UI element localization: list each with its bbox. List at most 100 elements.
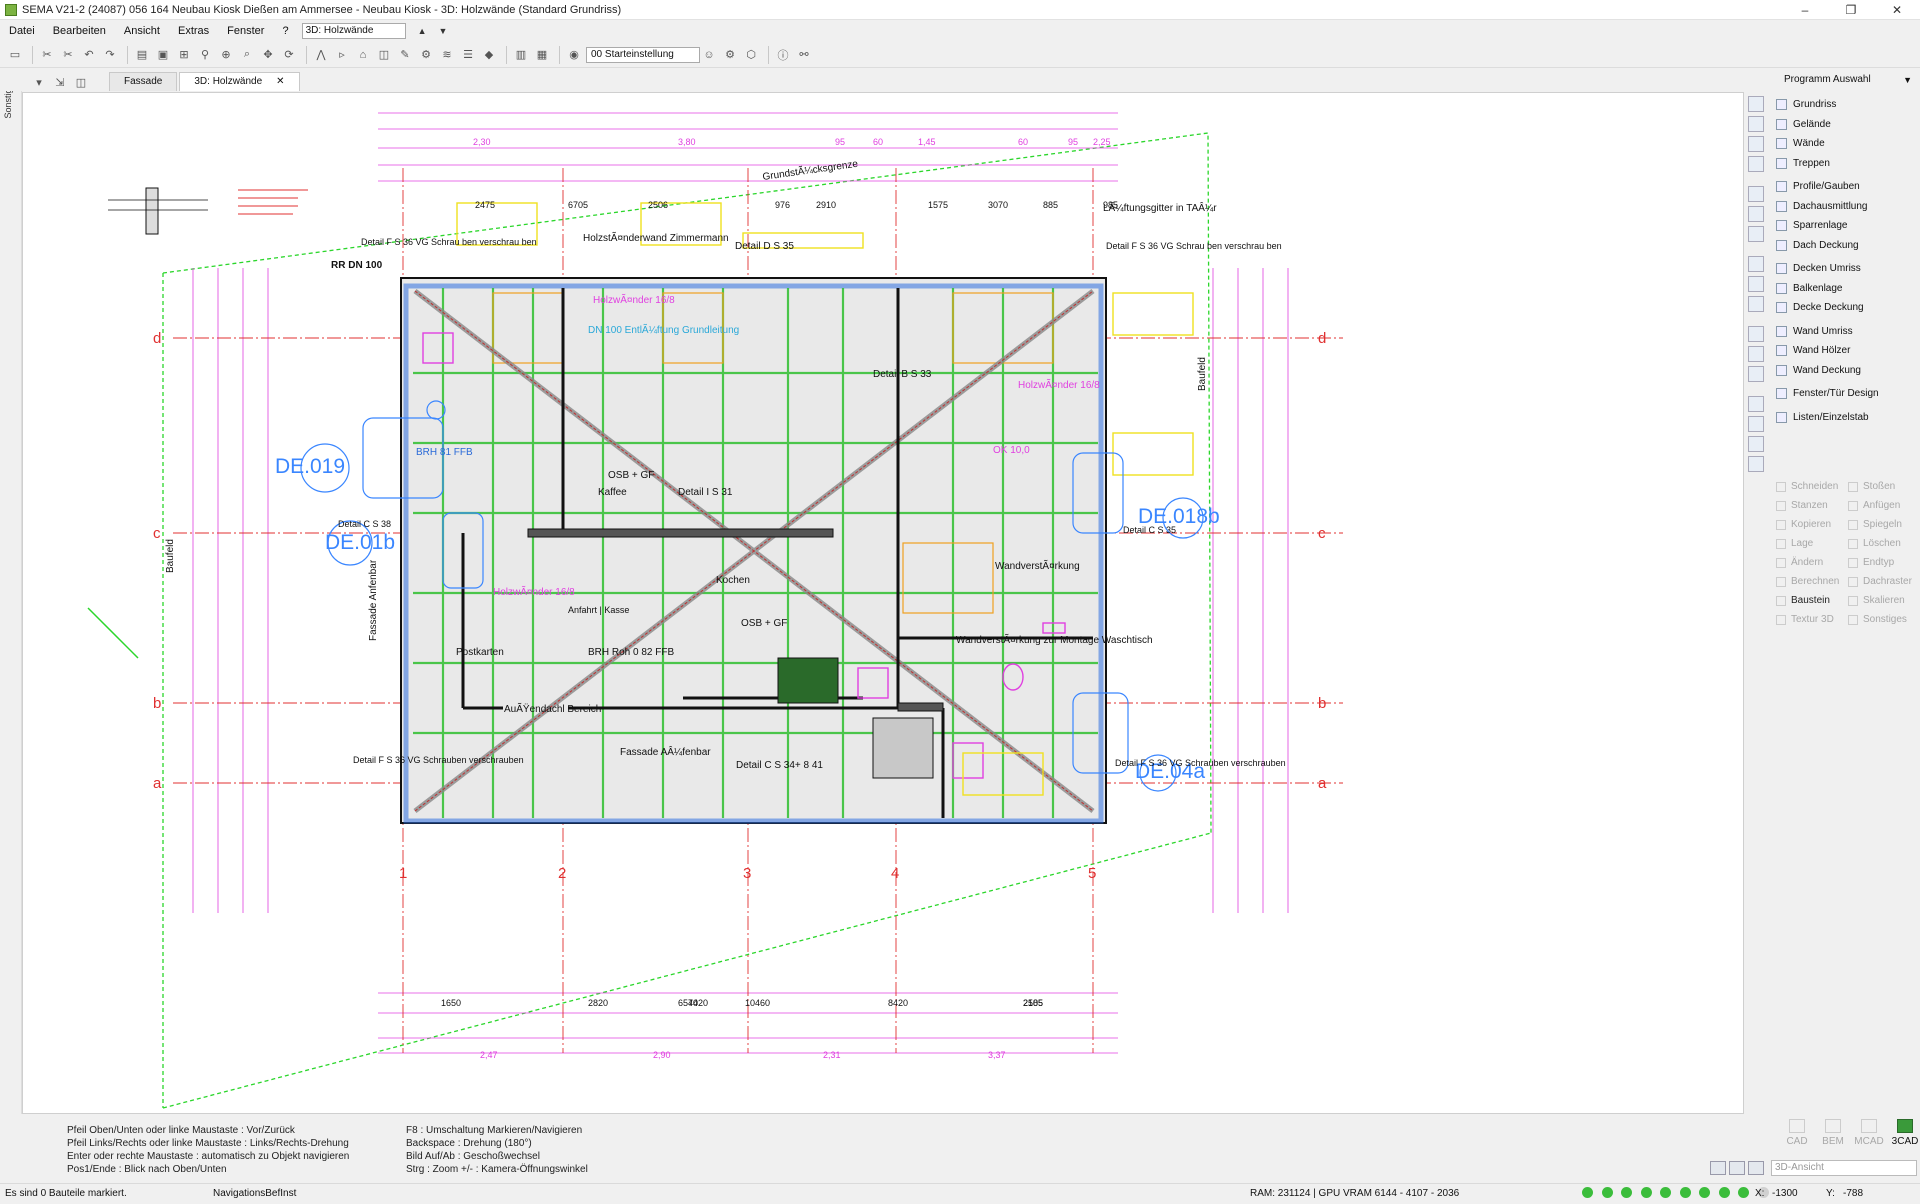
tool-berechnen[interactable]: Berechnen <box>1776 574 1848 590</box>
program-item-grundriss[interactable]: Grundriss <box>1768 95 1920 115</box>
view-select[interactable]: 3D: Holzwände <box>301 23 406 39</box>
deck-icon[interactable] <box>1748 296 1764 312</box>
pencil-icon[interactable]: ✎ <box>400 49 410 61</box>
program-item-decke-deckung[interactable]: Decke Deckung <box>1768 298 1920 318</box>
print-icon[interactable]: ▤ <box>136 49 148 61</box>
cut-icon[interactable]: ✂ <box>42 49 52 61</box>
mode-3cad[interactable]: 3CAD <box>1888 1119 1920 1147</box>
program-item-decken-umriss[interactable]: Decken Umriss <box>1768 259 1920 279</box>
undo-icon[interactable]: ↶ <box>84 49 94 61</box>
minimize-button[interactable]: ‒ <box>1801 3 1809 17</box>
shield-icon[interactable]: ⬡ <box>746 49 756 61</box>
person-icon[interactable]: ☺ <box>703 48 715 61</box>
list-icon[interactable]: ▥ <box>515 49 527 61</box>
tool-skalieren[interactable]: Skalieren <box>1848 593 1920 609</box>
menu-datei[interactable]: Datei <box>9 25 35 37</box>
tab-fassade[interactable]: Fassade <box>109 72 178 91</box>
chevron-down-icon[interactable]: ▼ <box>1903 75 1912 85</box>
tool-lage[interactable]: Lage <box>1776 536 1848 552</box>
stack-icon[interactable]: ☰ <box>463 49 473 61</box>
menu-ansicht[interactable]: Ansicht <box>123 25 160 37</box>
preset-icon[interactable]: ◉ <box>569 49 579 61</box>
import-icon[interactable] <box>1748 456 1764 472</box>
zoom-icon[interactable]: ⊕ <box>221 49 231 61</box>
program-item-listen-einzelstab[interactable]: Listen/Einzelstab <box>1768 408 1920 428</box>
tool-dachraster[interactable]: Dachraster <box>1848 574 1920 590</box>
tool-baustein[interactable]: Baustein <box>1776 593 1848 609</box>
menu-fenster[interactable]: Fenster <box>227 25 265 37</box>
tool-sonstiges[interactable]: Sonstiges <box>1848 612 1920 628</box>
menu-extras[interactable]: Extras <box>177 25 210 37</box>
program-item-dach-deckung[interactable]: Dach Deckung <box>1768 236 1920 256</box>
rafter-icon[interactable] <box>1748 206 1764 222</box>
tool-stanzen[interactable]: Stanzen <box>1776 498 1848 514</box>
move-icon[interactable]: ✥ <box>263 49 273 61</box>
snap-icon[interactable]: ⋀ <box>316 49 326 61</box>
pin-icon[interactable]: ⚲ <box>200 49 210 61</box>
dropdown-icon[interactable]: ▾ <box>36 76 42 89</box>
frame-icon[interactable]: ⌂ <box>359 48 367 61</box>
tool-stoßen[interactable]: Stoßen <box>1848 479 1920 495</box>
box-icon[interactable]: ◫ <box>378 49 390 61</box>
redo-icon[interactable]: ↷ <box>105 49 115 61</box>
cover-icon[interactable] <box>1748 226 1764 242</box>
program-item-treppen[interactable]: Treppen <box>1768 154 1920 174</box>
program-item-dachausmittlung[interactable]: Dachausmittlung <box>1768 197 1920 217</box>
color-icon[interactable]: ◆ <box>484 49 494 61</box>
program-item-balkenlage[interactable]: Balkenlage <box>1768 279 1920 299</box>
down-arrow-icon[interactable]: ▼ <box>438 26 448 36</box>
view-top-icon[interactable] <box>1748 96 1764 112</box>
monitor-icon[interactable] <box>1729 1161 1745 1175</box>
mode-cad[interactable]: CAD <box>1780 1119 1814 1147</box>
program-item-sparrenlage[interactable]: Sparrenlage <box>1768 216 1920 236</box>
select-icon[interactable]: ▹ <box>339 49 345 61</box>
tool-endtyp[interactable]: Endtyp <box>1848 555 1920 571</box>
menu-help[interactable]: ? <box>282 25 289 37</box>
camera-icon[interactable] <box>1710 1161 1726 1175</box>
program-item-wand-deckung[interactable]: Wand Deckung <box>1768 361 1920 381</box>
tool-kopieren[interactable]: Kopieren <box>1776 517 1848 533</box>
program-item-wände[interactable]: Wände <box>1768 134 1920 154</box>
menu-bearbeiten[interactable]: Bearbeiten <box>52 25 106 37</box>
export-icon[interactable] <box>1748 436 1764 452</box>
wall-cover-icon[interactable] <box>1748 366 1764 382</box>
eye-icon[interactable] <box>1757 1187 1769 1198</box>
view-mode-select[interactable]: 3D-Ansicht <box>1771 1160 1917 1176</box>
view-iso-icon[interactable] <box>1748 156 1764 172</box>
program-panel-header[interactable]: Programm Auswahl ▼ <box>1768 69 1920 91</box>
tool-löschen[interactable]: Löschen <box>1848 536 1920 552</box>
program-item-gelände[interactable]: Gelände <box>1768 115 1920 135</box>
close-button[interactable]: ✕ <box>1891 3 1903 17</box>
mode-mcad[interactable]: MCAD <box>1852 1119 1886 1147</box>
tool-anfügen[interactable]: Anfügen <box>1848 498 1920 514</box>
tool-ändern[interactable]: Ändern <box>1776 555 1848 571</box>
open-icon[interactable]: ▭ <box>9 49 21 61</box>
tool-textur-3d[interactable]: Textur 3D <box>1776 612 1848 628</box>
list-view-icon[interactable] <box>1748 416 1764 432</box>
tool-schneiden[interactable]: Schneiden <box>1776 479 1848 495</box>
scissors-icon[interactable]: ✂ <box>63 49 73 61</box>
view-front-icon[interactable] <box>1748 116 1764 132</box>
gear-icon[interactable]: ⚙ <box>421 49 431 61</box>
program-item-wand-umriss[interactable]: Wand Umriss <box>1768 322 1920 342</box>
program-item-wand-hölzer[interactable]: Wand Hölzer <box>1768 341 1920 361</box>
wall-wood-icon[interactable] <box>1748 346 1764 362</box>
rotate-icon[interactable]: ⟳ <box>284 49 294 61</box>
tool-spiegeln[interactable]: Spiegeln <box>1848 517 1920 533</box>
tab-holzwaende[interactable]: 3D: Holzwände✕ <box>179 72 300 91</box>
settings-icon[interactable]: ⚙ <box>725 49 735 61</box>
binocular-icon[interactable]: ⚯ <box>799 49 809 61</box>
roof-icon[interactable] <box>1748 186 1764 202</box>
window-design-icon[interactable] <box>1748 396 1764 412</box>
mode-bem[interactable]: BEM <box>1816 1119 1850 1147</box>
close-tab-icon[interactable]: ✕ <box>276 76 285 87</box>
measure-icon[interactable]: ⊞ <box>179 49 189 61</box>
program-item-fenster-tür-design[interactable]: Fenster/Tür Design <box>1768 384 1920 404</box>
program-item-profile-gauben[interactable]: Profile/Gauben <box>1768 177 1920 197</box>
window-icon[interactable]: ▦ <box>536 49 548 61</box>
ceiling-icon[interactable] <box>1748 256 1764 272</box>
layer-icon[interactable]: ≋ <box>442 49 452 61</box>
restore-button[interactable]: ❐ <box>1845 3 1857 17</box>
up-arrow-icon[interactable]: ▲ <box>417 26 427 36</box>
